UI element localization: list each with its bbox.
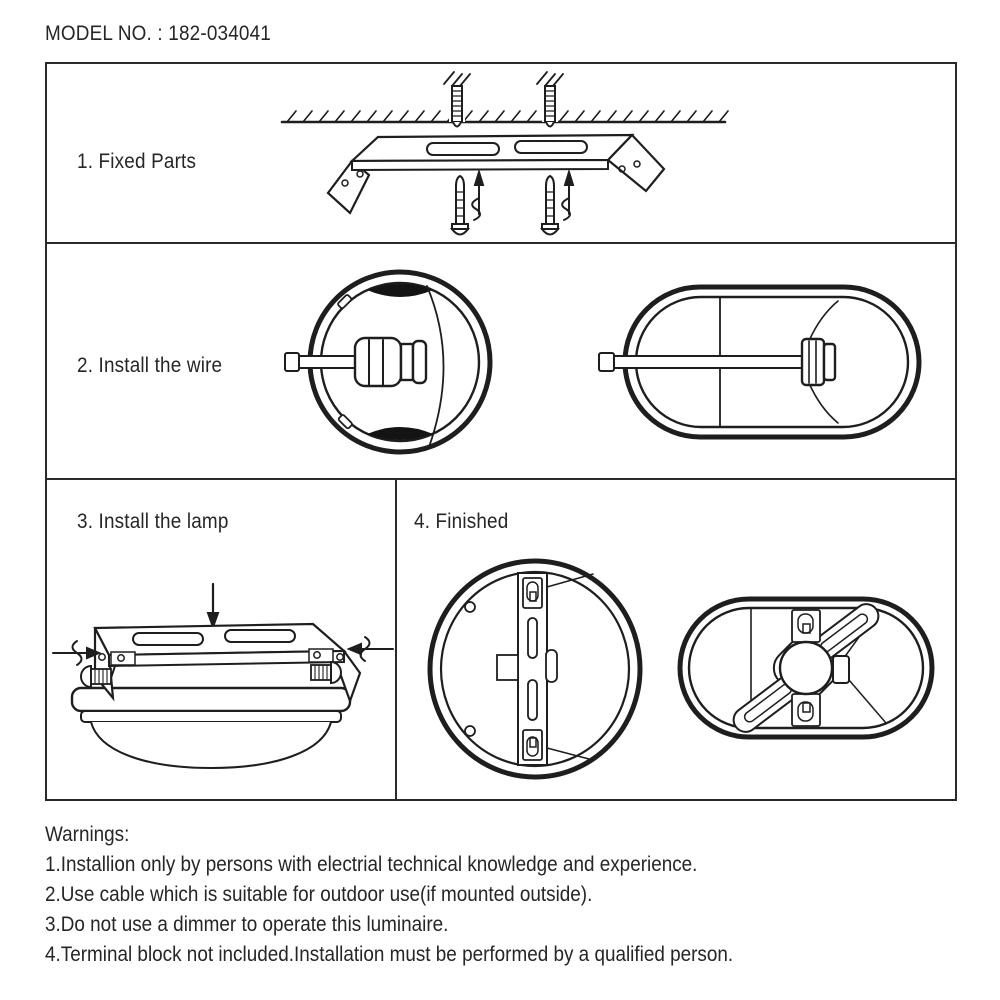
step-4-label: 4. Finished <box>414 510 509 533</box>
finished-illustration <box>427 558 935 780</box>
warning-item: 4.Terminal block not included.Installati… <box>45 943 734 966</box>
wall-plug-icon <box>443 71 471 128</box>
step-1-label: 1. Fixed Parts <box>77 150 197 173</box>
step-3-panel: 3. Install the lamp <box>47 480 397 801</box>
wire-install-illustration <box>284 269 922 455</box>
press-down-arrow-icon <box>206 582 220 630</box>
instruction-grid: 1. Fixed Parts <box>45 62 957 801</box>
insert-up-arrow-icon <box>561 168 575 221</box>
lamp-body-illustration <box>70 661 352 770</box>
fixed-parts-illustration <box>280 71 729 236</box>
insert-up-arrow-icon <box>471 168 485 221</box>
step-2-label: 2. Install the wire <box>77 354 223 377</box>
finished-oval-lamp-illustration <box>677 596 935 740</box>
cable-gland-icon <box>800 337 837 387</box>
step-1-panel: 1. Fixed Parts <box>47 64 955 244</box>
screw-direction-arrow-icon <box>346 636 394 662</box>
model-number-text: MODEL NO. : 182-034041 <box>45 22 271 45</box>
oval-lamp-back-illustration <box>598 284 922 440</box>
model-number: MODEL NO. : 182-034041 <box>45 22 296 46</box>
warnings-title: Warnings: <box>45 823 130 846</box>
wall-plug-icon <box>536 71 564 128</box>
screw-icon <box>540 174 560 236</box>
mounting-bracket-illustration <box>326 133 666 215</box>
step-3-label: 3. Install the lamp <box>77 510 229 533</box>
step-4-panel: 4. Finished <box>397 480 955 801</box>
ceiling-illustration <box>280 110 729 124</box>
mounting-bracket-illustration <box>93 622 362 705</box>
install-lamp-illustration <box>52 582 394 770</box>
warning-item: 2.Use cable which is suitable for outdoo… <box>45 883 593 906</box>
warning-item: 1.Installion only by persons with electr… <box>45 853 698 876</box>
screw-icon <box>450 174 470 236</box>
warnings-section: Warnings: 1.Installion only by persons w… <box>45 820 810 970</box>
side-screw-icon <box>310 660 342 685</box>
finished-round-lamp-illustration <box>427 558 643 780</box>
warning-item: 3.Do not use a dimmer to operate this lu… <box>45 913 449 936</box>
screw-direction-arrow-icon <box>52 640 102 666</box>
step-2-panel: 2. Install the wire <box>47 244 955 480</box>
bottom-row: 3. Install the lamp <box>47 480 955 801</box>
side-screw-icon <box>80 664 112 689</box>
round-lamp-back-illustration <box>284 269 493 455</box>
cable-gland-icon <box>353 336 428 388</box>
